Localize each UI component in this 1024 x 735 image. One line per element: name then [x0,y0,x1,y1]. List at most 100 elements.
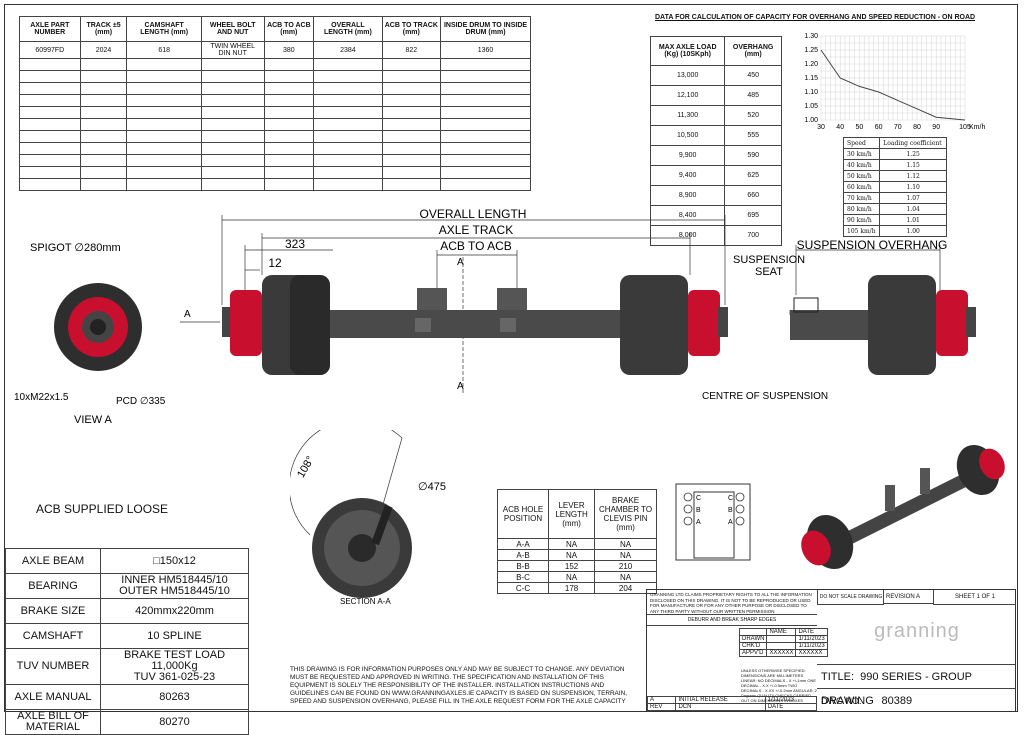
drawing-frame [4,4,1018,712]
overhang-cell: 13,000 [649,65,726,86]
loadc-cell: 1.25 [879,148,947,160]
overhang-cell: 555 [724,125,782,146]
spec-cell: 822 [381,41,442,59]
date-header: DATE [795,628,828,636]
svg-text:A: A [696,519,701,526]
spec-header: ACB TO TRACK (mm) [381,16,442,42]
bolt-label: 10xM22x1.5 [14,392,69,403]
loadc-cell: 60 km/h [842,181,881,193]
acb-brackets [415,288,527,332]
spec-blank-row [19,178,531,191]
suspension-seat-label: SUSPENSION [733,254,805,266]
svg-text:B: B [696,507,701,514]
hole-cell: NA [547,538,596,550]
spec-blank-row [19,94,531,107]
overhang-cell: 9,400 [649,165,726,186]
hole-header-position: ACB HOLE POSITION [497,489,549,539]
marker-a-top: A [457,257,464,268]
spec-header: OVERALL LENGTH (mm) [313,16,383,42]
axle-3d-view [801,444,1005,570]
svg-text:A: A [728,519,733,526]
chkd-label: CHK'D [738,642,768,650]
hole-header-chamber: BRAKE CHAMBER TO CLEVIS PIN (mm) [594,489,657,539]
title-value: 990 SERIES - GROUP DRAWING [821,671,972,707]
overhang-cell: 11,300 [649,105,726,126]
right-hub-drum [620,275,728,375]
acb-supplied-loose: ACB SUPPLIED LOOSE [36,502,169,516]
spec-header: WHEEL BOLT AND NUT [200,16,265,42]
dim-12: 12 [268,256,282,270]
spec-blank-row [19,154,531,167]
rev-header-date: DATE [764,703,818,711]
hole-cell: NA [547,549,596,561]
spec-cell: 2384 [313,41,383,59]
bom-label: BEARING [5,573,101,599]
spec-cell: 618 [126,41,202,59]
hole-cell: NA [594,571,657,583]
chart-x-tick: 105 [959,124,971,131]
no-scale-text: DO NOT SCALE DRAWING [817,590,884,605]
axle-side-view: OVERALL LENGTH AXLE TRACK ACB TO ACB 323… [14,207,976,425]
drawn-date: 1/11/2023 [795,635,828,643]
revision-cell: REVISION A [883,590,933,604]
rev-row-date: 1/11/2023 [764,696,818,704]
copyright-text: GRANNING LTD CLAIMS PROPRIETARY RIGHTS T… [650,592,812,614]
overhang-cell: 9,900 [649,145,726,166]
spec-header: AXLE PART NUMBER [19,16,81,42]
chart-y-tick: 1.20 [804,61,818,68]
spec-cell: 380 [263,41,315,59]
hole-cell: NA [594,538,657,550]
spec-header: ACB TO ACB (mm) [263,16,315,42]
title-label: TITLE: [821,671,855,683]
dwg-number: 80389 [881,695,913,707]
dim-323: 323 [285,237,305,251]
bom-label: BRAKE SIZE [5,598,101,624]
centre-of-suspension-label: CENTRE OF SUSPENSION [702,391,828,402]
chart-y-tick: 1.10 [804,89,818,96]
dwg-label: DWG NO. [821,696,862,706]
capacity-title: DATA FOR CALCULATION OF CAPACITY FOR OVE… [655,14,976,21]
spec-blank-row [19,142,531,155]
chart-x-tick: 80 [913,124,921,131]
bom-value: INNER HM518445/10 OUTER HM518445/10 [100,573,249,599]
chart-x-tick: 70 [894,124,902,131]
loadc-cell: 105 km/h [842,225,881,237]
spec-header: INSIDE DRUM TO INSIDE DRUM (mm) [440,16,531,42]
spec-blank-row [19,118,531,131]
revision-value: A [916,594,921,600]
chart-y-tick: 1.25 [804,47,818,54]
spec-blank-row [19,70,531,83]
hole-cell: A-B [497,549,549,561]
axle-beam [330,310,620,338]
deburr-text: DEBURR AND BREAK SHARP EDGES [647,614,817,626]
marker-a-left: A [184,309,191,320]
suspension-seat-label-2: SEAT [755,266,783,278]
axle-track-label: AXLE TRACK [439,223,513,237]
section-a-a-label: SECTION A-A [340,597,391,606]
overhang-cell: 590 [724,145,782,166]
chart-x-tick: 50 [856,124,864,131]
bom-label: AXLE MANUAL [5,684,101,710]
hole-cell: B-C [497,571,549,583]
bom-label: AXLE BEAM [5,548,101,574]
chart-x-tick: 30 [817,124,825,131]
overhang-cell: 485 [724,85,782,106]
bom-value: 10 SPLINE [100,623,249,649]
chkd-date: 1/11/2023 [795,642,828,650]
chart-y-tick: 1.05 [804,103,818,110]
